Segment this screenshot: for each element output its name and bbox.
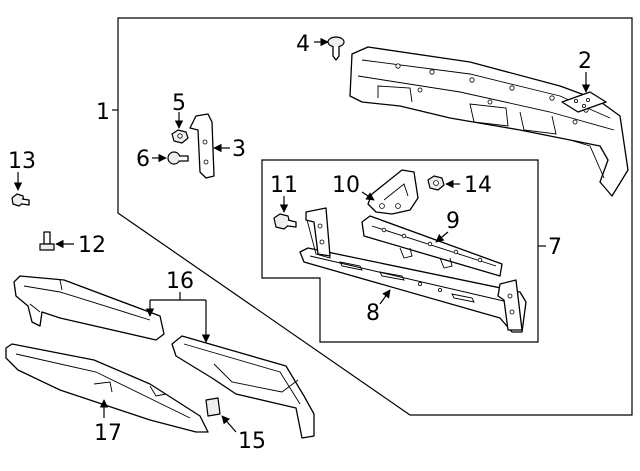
callout-3: 3: [232, 137, 246, 162]
reinforcement-bar: [299, 207, 527, 333]
energy-absorber-right: [171, 335, 315, 439]
callout-15: 15: [238, 429, 266, 454]
nut-5: [171, 129, 189, 144]
bolt-12: [39, 231, 55, 251]
callout-8: 8: [366, 301, 380, 326]
callout-labels: 1 2 3 4 5 6 7 8 9 10 11 12 13 14 15 16 1…: [8, 32, 592, 454]
bolt-6: [167, 151, 189, 165]
assembly-boundary: [117, 17, 633, 416]
nut-14: [427, 175, 445, 191]
callout-6: 6: [136, 147, 150, 172]
step-pad-assembly: [5, 343, 209, 433]
step-pad: [561, 91, 607, 113]
callout-17: 17: [94, 421, 122, 446]
callout-11: 11: [270, 173, 298, 198]
callout-10: 10: [332, 173, 360, 198]
callout-1: 1: [96, 100, 110, 125]
reinforcement-boundary: [261, 159, 539, 343]
bolt-11: [273, 213, 297, 230]
callout-16: 16: [166, 269, 194, 294]
callout-9: 9: [446, 209, 460, 234]
callout-13: 13: [8, 149, 36, 174]
bolt-13: [11, 193, 30, 207]
callout-7: 7: [548, 235, 562, 260]
reinforcement-plate: [361, 215, 503, 277]
callout-2: 2: [578, 49, 592, 74]
push-pin: [327, 36, 345, 61]
mounting-bracket: [367, 169, 419, 215]
energy-absorber-left: [13, 275, 165, 341]
callout-5: 5: [172, 91, 186, 116]
callout-4: 4: [296, 32, 310, 57]
callout-14: 14: [464, 173, 492, 198]
leader-lines: [13, 37, 591, 433]
callout-12: 12: [78, 233, 106, 258]
side-bracket: [189, 113, 215, 179]
clip: [205, 397, 221, 417]
